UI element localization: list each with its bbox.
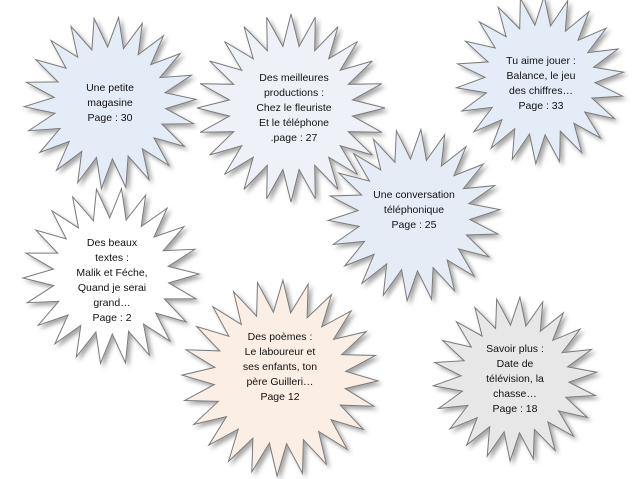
burst-line: Page : 33 bbox=[518, 100, 564, 112]
burst-line: magasine bbox=[87, 96, 133, 109]
burst-line: Page : 30 bbox=[87, 111, 133, 124]
burst-line: Date de bbox=[496, 357, 534, 370]
burst-line: Malik et Féche, bbox=[76, 267, 148, 279]
burst-line: Des beaux bbox=[86, 237, 138, 249]
burst-line: Balance, le jeu bbox=[506, 70, 576, 82]
burst-shape-magazine bbox=[22, 15, 198, 191]
burst-label-textes: Des beaux textes : Malik et Féche, Quand je… bbox=[52, 236, 172, 326]
burst-line: ses enfants, ton bbox=[242, 360, 318, 373]
burst-label-jouer: Tu aime jouer : Balance, le jeu des chiffr… bbox=[481, 54, 601, 114]
burst-line: .page : 27 bbox=[270, 131, 318, 144]
burst-line: télévision, la bbox=[486, 372, 544, 385]
burst-line: Chez le fleuriste bbox=[256, 101, 332, 114]
burst-shape-productions bbox=[196, 13, 386, 203]
burst-label-productions: Des meilleures productions : Chez le fleur… bbox=[234, 71, 354, 146]
burst-label-savoir: Savoir plus : Date de télévision, la chasse… bbox=[455, 342, 575, 417]
burst-shape-savoir bbox=[431, 295, 599, 463]
burst-label-poemes: Des poèmes : Le laboureur et ses enfants, … bbox=[220, 330, 340, 405]
burst-shape-poemes bbox=[180, 278, 380, 478]
burst-line: Des meilleures bbox=[259, 71, 329, 84]
burst-line: chasse… bbox=[493, 387, 537, 400]
burst-line: grand… bbox=[93, 297, 131, 309]
burst-line: père Guilleri… bbox=[246, 375, 314, 388]
burst-line: productions : bbox=[263, 86, 325, 99]
burst-line: Une conversation bbox=[373, 188, 455, 201]
burst-line: Page : 2 bbox=[92, 312, 132, 324]
burst-shape-jouer bbox=[454, 0, 626, 166]
burst-line: Page : 25 bbox=[391, 218, 437, 231]
burst-line: textes : bbox=[95, 252, 129, 264]
burst-line: Des poèmes : bbox=[247, 330, 313, 343]
burst-line: Page : 18 bbox=[492, 402, 538, 415]
burst-line: Et le téléphone bbox=[258, 116, 330, 129]
burst-line: Page 12 bbox=[260, 390, 300, 403]
burst-line: des chiffres… bbox=[509, 85, 573, 97]
burst-shape-conversation bbox=[326, 127, 502, 303]
burst-line: Tu aime jouer : bbox=[506, 55, 576, 67]
burst-line: Savoir plus : bbox=[486, 342, 544, 355]
burst-shape-textes bbox=[21, 186, 201, 366]
burst-line: Le laboureur et bbox=[244, 345, 316, 358]
burst-line: Quand je serai bbox=[77, 282, 147, 294]
burst-line: téléphonique bbox=[383, 203, 445, 216]
burst-line: Une petite bbox=[86, 81, 134, 94]
